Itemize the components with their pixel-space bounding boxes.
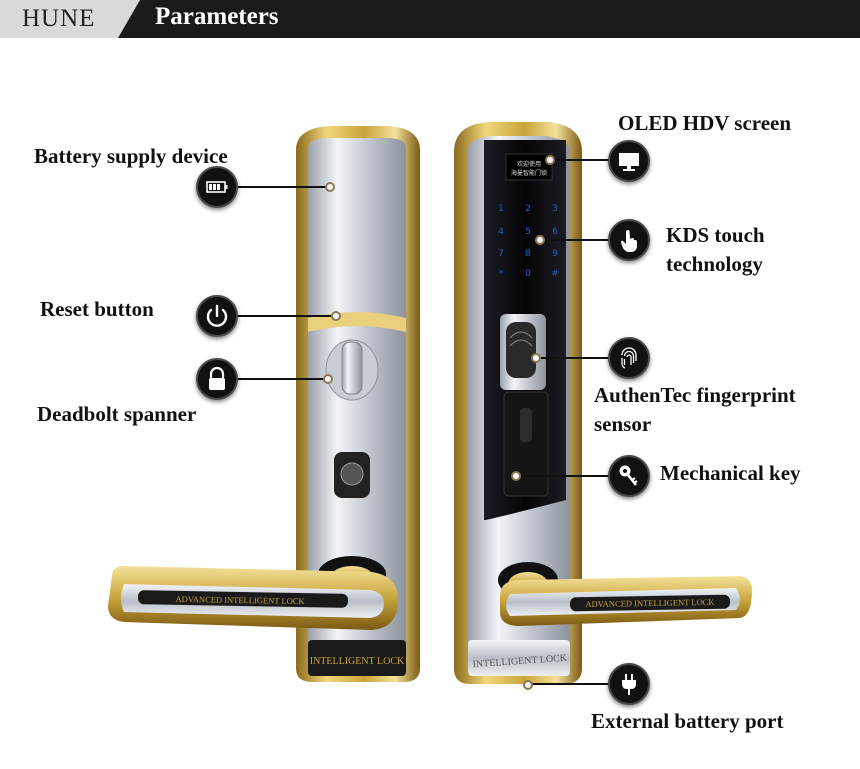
outer-lever-handle: ADVANCED INTELLIGENT LOCK xyxy=(500,576,752,626)
svg-text:4: 4 xyxy=(498,227,504,237)
plug-icon xyxy=(608,663,650,705)
handle-text-left: ADVANCED INTELLIGENT LOCK xyxy=(175,594,305,606)
svg-text:6: 6 xyxy=(552,227,558,237)
svg-text:1: 1 xyxy=(498,204,504,214)
label-kds-line-2: technology xyxy=(666,252,763,276)
hotspot-battery xyxy=(325,182,335,192)
svg-text:0: 0 xyxy=(525,269,531,279)
page-title: Parameters xyxy=(155,3,279,30)
hotspot-oled xyxy=(545,155,555,165)
padlock-icon xyxy=(196,358,238,400)
label-mechanical-key: Mechanical key xyxy=(660,461,801,485)
inner-lever-handle: ADVANCED INTELLIGENT LOCK xyxy=(108,566,398,630)
hotspot-fingerprint xyxy=(531,353,541,363)
svg-text:INTELLIGENT LOCK: INTELLIGENT LOCK xyxy=(310,656,405,667)
svg-text:3: 3 xyxy=(552,204,558,214)
screen-line-2: 海曼智能门锁 xyxy=(511,169,547,177)
label-fingerprint-line-2: sensor xyxy=(594,412,652,436)
hotspot-reset xyxy=(331,311,341,321)
inner-lock-body: INTELLIGENT LOCK xyxy=(296,126,420,682)
touch-hand-icon xyxy=(608,219,650,261)
header-bar: HUNE Parameters xyxy=(0,0,860,38)
power-icon xyxy=(196,295,238,337)
label-reset-button: Reset button xyxy=(40,297,154,321)
battery-icon xyxy=(196,166,238,208)
label-deadbolt-spanner: Deadbolt spanner xyxy=(37,402,197,426)
svg-text:9: 9 xyxy=(552,249,558,259)
key-icon xyxy=(608,455,650,497)
brand-badge xyxy=(0,0,140,38)
svg-text:*: * xyxy=(499,269,504,279)
hotspot-kds xyxy=(535,235,545,245)
hotspot-deadbolt xyxy=(323,374,333,384)
svg-text:8: 8 xyxy=(525,249,531,259)
hotspot-ext-battery xyxy=(523,680,533,690)
keypad: 1 2 3 4 5 6 7 8 9 * 0 # xyxy=(498,204,559,279)
label-oled-screen: OLED HDV screen xyxy=(618,111,792,135)
label-kds-line-1: KDS touch xyxy=(666,223,765,247)
screen-line-1: 欢迎使用 xyxy=(517,160,541,168)
svg-text:#: # xyxy=(551,269,559,279)
svg-text:7: 7 xyxy=(498,249,504,259)
label-fingerprint-line-1: AuthenTec fingerprint xyxy=(594,383,796,407)
hotspot-mech-key xyxy=(511,471,521,481)
svg-text:2: 2 xyxy=(525,204,531,214)
label-external-battery: External battery port xyxy=(591,709,784,733)
fingerprint-icon xyxy=(608,337,650,379)
monitor-icon xyxy=(608,140,650,182)
label-battery-supply: Battery supply device xyxy=(34,144,228,168)
svg-text:5: 5 xyxy=(525,227,531,237)
brand-name: HUNE xyxy=(22,5,96,32)
handle-text-right: ADVANCED INTELLIGENT LOCK xyxy=(585,597,715,609)
